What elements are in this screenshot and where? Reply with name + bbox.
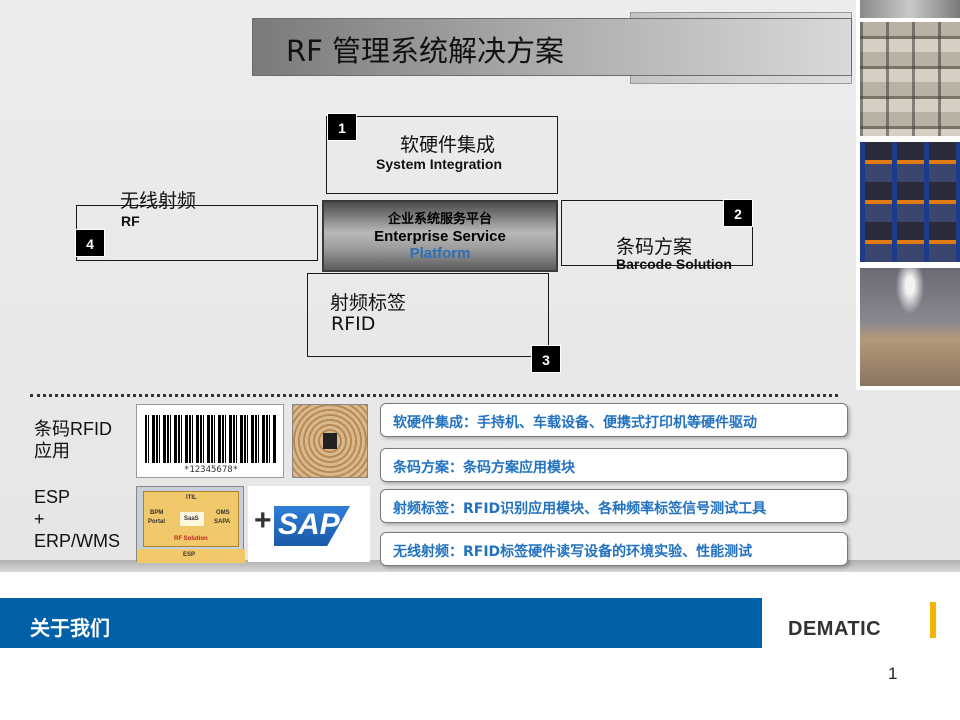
diagram-box-barcode-solution xyxy=(561,200,753,266)
box-label-zh: 软硬件集成 xyxy=(400,134,496,156)
enterprise-service-platform: 企业系统服务平台 Enterprise Service Platform xyxy=(322,200,558,272)
box-label-en: RFID xyxy=(331,313,376,335)
app-label-line: ERP/WMS xyxy=(34,531,121,551)
esp-text: SAPA xyxy=(214,519,231,525)
app-label-barcode-rfid: 条码RFID 应用 xyxy=(34,418,112,462)
dotted-divider xyxy=(30,394,838,397)
app-label-line: 条码RFID xyxy=(34,419,112,439)
barcode-stripes xyxy=(145,415,277,463)
rfid-chip xyxy=(323,433,337,449)
page-number: 1 xyxy=(888,664,898,683)
diagram-box-system-integration xyxy=(326,116,558,194)
esp-text: Portal xyxy=(148,519,166,525)
plus-sign: + xyxy=(254,504,272,537)
esp-text: RF Solution xyxy=(174,536,208,542)
box-label-en: RF xyxy=(121,213,140,229)
app-label-line: 应用 xyxy=(34,441,70,461)
barcode-image: *12345678* xyxy=(136,404,284,478)
feature-item: 条码方案：条码方案应用模块 xyxy=(380,448,848,482)
esp-saas-block xyxy=(180,512,204,526)
box-number-badge: 3 xyxy=(531,345,561,373)
esp-label-bar: ESP xyxy=(137,549,245,563)
box-label-en: Barcode Solution xyxy=(616,256,732,272)
page-title: RF 管理系统解决方案 xyxy=(286,34,565,68)
warehouse-photo-column xyxy=(856,0,960,390)
box-number-badge: 2 xyxy=(723,199,753,227)
feature-text: 软硬件集成：手持机、车载设备、便携式打印机等硬件驱动 xyxy=(393,415,757,431)
company-logo-area: DEMATIC xyxy=(762,598,960,648)
logo-accent-bar xyxy=(930,602,936,638)
warehouse-shelves-photo xyxy=(860,22,960,136)
box-number-badge: 4 xyxy=(75,229,105,257)
feature-text: 条码方案：条码方案应用模块 xyxy=(393,460,575,476)
feature-item: 无线射频：RFID标签硬件读写设备的环境实验、性能测试 xyxy=(380,532,848,566)
app-label-line: ESP xyxy=(34,487,71,507)
platform-label-zh: 企业系统服务平台 xyxy=(387,212,492,227)
platform-label-en-highlight: Platform xyxy=(409,245,471,262)
box-label-zh: 射频标签 xyxy=(330,292,407,314)
platform-label-en: Enterprise Service xyxy=(374,228,506,245)
app-label-esp-erp: ESP + ERP/WMS xyxy=(34,486,120,552)
sap-logo-image: + SAP xyxy=(248,486,370,562)
diagram-box-rf xyxy=(76,205,318,261)
esp-text: ITIL xyxy=(186,495,197,501)
esp-text: SaaS xyxy=(184,516,199,522)
esp-text: BPM xyxy=(150,510,164,516)
barcode-digits: *12345678* xyxy=(183,465,239,475)
warehouse-floor-photo xyxy=(860,268,960,386)
esp-text: ESP xyxy=(183,552,196,558)
feature-text: 无线射频：RFID标签硬件读写设备的环境实验、性能测试 xyxy=(393,544,753,560)
esp-diagram-core: ITIL BPM Portal SaaS OMS SAPA RF Solutio… xyxy=(143,491,239,547)
footer-bar: 关于我们 xyxy=(0,598,762,648)
title-bar xyxy=(252,18,852,76)
warehouse-photo xyxy=(860,0,960,18)
feature-item: 射频标签：RFID识别应用模块、各种频率标签信号测试工具 xyxy=(380,489,848,523)
box-label-en: System Integration xyxy=(376,156,503,172)
sap-logo-text: SAP xyxy=(278,508,340,541)
dematic-logo: DEMATIC xyxy=(788,618,882,640)
box-label-zh: 无线射频 xyxy=(120,190,197,212)
warehouse-racking-photo xyxy=(860,142,960,262)
esp-diagram-image: ITIL BPM Portal SaaS OMS SAPA RF Solutio… xyxy=(136,486,245,563)
box-label-zh: 条码方案 xyxy=(616,236,693,258)
footer-title: 关于我们 xyxy=(30,616,110,640)
diagram-box-rfid xyxy=(307,273,549,357)
rfid-tag-image xyxy=(292,404,368,478)
box-number-badge: 1 xyxy=(327,113,357,141)
app-label-line: + xyxy=(34,509,45,529)
esp-text: OMS xyxy=(216,510,230,516)
feature-item: 软硬件集成：手持机、车载设备、便携式打印机等硬件驱动 xyxy=(380,403,848,437)
feature-text: 射频标签：RFID识别应用模块、各种频率标签信号测试工具 xyxy=(393,501,767,517)
